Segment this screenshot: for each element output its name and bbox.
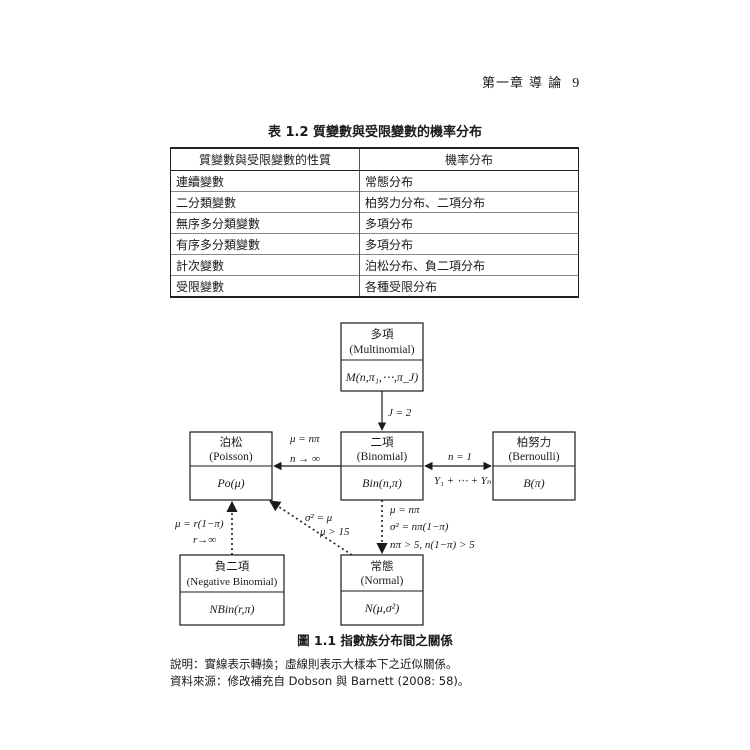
poisson-zh: 泊松: [220, 435, 243, 449]
bernoulli-zh: 柏努力: [517, 435, 552, 449]
variable-distribution-table: 質變數與受限變數的性質 機率分布 連續變數常態分布 二分類變數柏努力分布、二項分…: [170, 147, 579, 298]
label-n1: n = 1: [448, 451, 472, 463]
label-sigma-mu: σ² = μ: [305, 512, 333, 524]
table-cell: 泊松分布、負二項分布: [359, 254, 579, 276]
label-mu-npi: μ = nπ: [289, 433, 320, 445]
page-number: 9: [572, 76, 581, 91]
multinomial-formula: M(n,π₁,⋯,π_J): [345, 370, 419, 384]
label-ysum: Y₁ + ⋯ + Yₙ: [434, 475, 491, 487]
table-cell: 各種受限分布: [359, 275, 579, 298]
bernoulli-node: 柏努力 (Bernoulli) B(π): [492, 431, 576, 501]
table-row: 受限變數各種受限分布: [170, 275, 579, 298]
poisson-formula: Po(μ): [216, 476, 244, 490]
table-row: 無序多分類變數多項分布: [170, 212, 579, 234]
label-j2: J = 2: [388, 407, 412, 419]
multinomial-node: 多項 (Multinomial) M(n,π₁,⋯,π_J): [340, 322, 424, 392]
column-header: 機率分布: [359, 147, 579, 171]
binomial-zh: 二項: [371, 435, 394, 449]
arrow-normal-poisson: [269, 500, 353, 556]
note-source: 資料來源：修改補充自 Dobson 與 Barnett (2008: 58)。: [170, 674, 470, 688]
label-n-inf: n → ∞: [290, 453, 320, 465]
normal-node: 常態 (Normal) N(μ,σ²): [340, 554, 424, 626]
table-cell: 有序多分類變數: [170, 233, 360, 255]
figure-caption: 圖 1.1 指數族分布間之關係: [297, 633, 453, 648]
note-explanation: 說明：實線表示轉換；虛線則表示大樣本下之近似關係。: [170, 657, 458, 671]
table-cell: 無序多分類變數: [170, 212, 360, 234]
label-mu-rpi: μ = r(1−π): [174, 518, 224, 530]
multinomial-zh: 多項: [371, 327, 394, 341]
negbin-formula: NBin(r,π): [208, 602, 254, 616]
bernoulli-en: (Bernoulli): [508, 451, 559, 463]
multinomial-en: (Multinomial): [349, 344, 414, 356]
normal-en: (Normal): [361, 575, 404, 587]
table-caption: 表 1.2 質變數與受限變數的機率分布: [267, 125, 483, 140]
table-cell: 受限變數: [170, 275, 360, 298]
binomial-formula: Bin(n,π): [362, 476, 402, 490]
chapter-title: 第一章 導 論: [482, 76, 563, 91]
label-mu-15: μ > 15: [319, 526, 350, 538]
negbin-node: 負二項 (Negative Binomial) NBin(r,π): [179, 554, 285, 626]
binomial-en: (Binomial): [357, 451, 408, 463]
poisson-en: (Poisson): [209, 451, 253, 463]
negbin-zh: 負二項: [215, 559, 250, 573]
running-header: 第一章 導 論 9: [482, 72, 580, 92]
binomial-node: 二項 (Binomial) Bin(n,π): [340, 431, 424, 501]
table-cell: 多項分布: [359, 233, 579, 255]
table-cell: 連續變數: [170, 170, 360, 192]
table-cell: 柏努力分布、二項分布: [359, 191, 579, 213]
label-r-inf: r→∞: [193, 534, 216, 546]
table-cell: 二分類變數: [170, 191, 360, 213]
label-normal-condition: nπ > 5, n(1−π) > 5: [390, 539, 475, 551]
normal-zh: 常態: [371, 559, 394, 573]
table-cell: 計次變數: [170, 254, 360, 276]
table-header-row: 質變數與受限變數的性質 機率分布: [170, 147, 579, 171]
table-row: 有序多分類變數多項分布: [170, 233, 579, 255]
poisson-node: 泊松 (Poisson) Po(μ): [189, 431, 273, 501]
table-cell: 多項分布: [359, 212, 579, 234]
label-normal-mu: μ = nπ: [389, 504, 420, 516]
bernoulli-formula: B(π): [523, 476, 544, 490]
label-normal-sigma: σ² = nπ(1−π): [390, 521, 449, 533]
table-cell: 常態分布: [359, 170, 579, 192]
table-row: 計次變數泊松分布、負二項分布: [170, 254, 579, 276]
negbin-en: (Negative Binomial): [187, 576, 278, 588]
normal-formula: N(μ,σ²): [364, 601, 400, 615]
table-row: 連續變數常態分布: [170, 170, 579, 192]
table-row: 二分類變數柏努力分布、二項分布: [170, 191, 579, 213]
